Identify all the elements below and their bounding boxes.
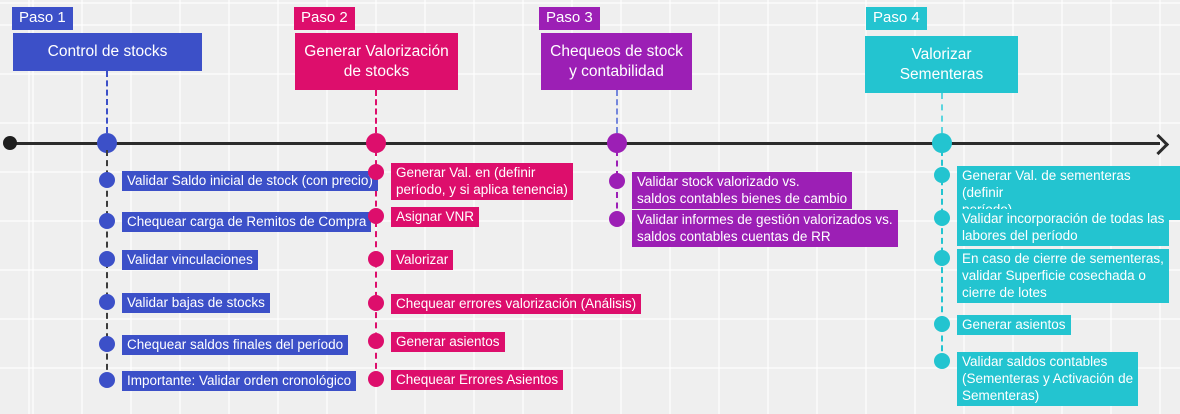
step2-item-3: Valorizar: [368, 250, 454, 270]
item-label: Validar saldos contables (Sementeras y A…: [957, 352, 1139, 406]
step3-milestone-dot: [607, 133, 627, 153]
item-label: Validar vinculaciones: [122, 250, 258, 270]
bullet-dot-icon: [368, 208, 384, 224]
item-label: Validar incorporación de todas las labor…: [957, 209, 1170, 246]
item-label: Validar informes de gestión valorizados …: [632, 210, 898, 247]
bullet-dot-icon: [99, 251, 115, 267]
item-label: Chequear carga de Remitos de Compra: [122, 212, 372, 232]
step2-connector-top: [375, 90, 377, 133]
step4-item-5: Validar saldos contables (Sementeras y A…: [934, 352, 1139, 406]
step4-item-3: En caso de cierre de sementeras, validar…: [934, 249, 1169, 303]
item-label: En caso de cierre de sementeras, validar…: [957, 249, 1169, 303]
bullet-dot-icon: [99, 294, 115, 310]
step1-item-1: Validar Saldo inicial de stock (con prec…: [99, 171, 378, 191]
step1-connector-top: [106, 71, 108, 133]
step4-milestone-dot: [932, 133, 952, 153]
bullet-dot-icon: [368, 333, 384, 349]
timeline-start-dot: [3, 136, 17, 150]
bullet-dot-icon: [368, 295, 384, 311]
step3-item-1: Validar stock valorizado vs. saldos cont…: [609, 172, 853, 209]
bullet-dot-icon: [609, 173, 625, 189]
step2-milestone-dot: [366, 133, 386, 153]
bullet-dot-icon: [934, 167, 950, 183]
step4-item-2: Validar incorporación de todas las labor…: [934, 209, 1170, 246]
step2-label-badge: Paso 2: [294, 7, 355, 30]
item-label: Validar bajas de stocks: [122, 293, 270, 313]
step3-connector-top: [616, 90, 618, 133]
item-label: Generar asientos: [957, 315, 1071, 335]
step4-label-badge: Paso 4: [866, 7, 927, 30]
item-label: Chequear errores valorización (Análisis): [391, 294, 642, 314]
step3-label-badge: Paso 3: [539, 7, 600, 30]
item-label: Chequear saldos finales del período: [122, 335, 349, 355]
item-label: Asignar VNR: [391, 207, 480, 227]
bullet-dot-icon: [368, 251, 384, 267]
step3-title-box: Chequeos de stock y contabilidad: [541, 33, 692, 90]
bullet-dot-icon: [609, 211, 625, 227]
item-label: Importante: Validar orden cronológico: [122, 371, 357, 391]
step4-item-4: Generar asientos: [934, 315, 1071, 335]
step3-item-2: Validar informes de gestión valorizados …: [609, 210, 898, 247]
bullet-dot-icon: [934, 316, 950, 332]
bullet-dot-icon: [99, 213, 115, 229]
bullet-dot-icon: [368, 371, 384, 387]
step2-item-2: Asignar VNR: [368, 207, 480, 227]
step1-item-2: Chequear carga de Remitos de Compra: [99, 212, 372, 232]
step1-label-badge: Paso 1: [12, 7, 73, 30]
item-label: Valorizar: [391, 250, 454, 270]
step2-title-box: Generar Valorización de stocks: [295, 33, 458, 90]
bullet-dot-icon: [99, 336, 115, 352]
item-label: Generar Val. en (definir período, y si a…: [391, 163, 573, 200]
bullet-dot-icon: [934, 210, 950, 226]
timeline-axis: [10, 142, 1160, 145]
step1-title-box: Control de stocks: [13, 33, 202, 71]
step2-item-1: Generar Val. en (definir período, y si a…: [368, 163, 573, 200]
bullet-dot-icon: [99, 372, 115, 388]
item-label: Chequear Errores Asientos: [391, 370, 564, 390]
step4-title-box: Valorizar Sementeras: [865, 36, 1018, 93]
timeline-arrowhead-icon: [1147, 133, 1170, 156]
step1-item-5: Chequear saldos finales del período: [99, 335, 349, 355]
bullet-dot-icon: [99, 172, 115, 188]
step2-item-6: Chequear Errores Asientos: [368, 370, 564, 390]
step2-item-5: Generar asientos: [368, 332, 505, 352]
step1-item-3: Validar vinculaciones: [99, 250, 258, 270]
step1-item-6: Importante: Validar orden cronológico: [99, 371, 357, 391]
item-label: Validar Saldo inicial de stock (con prec…: [122, 171, 378, 191]
step1-milestone-dot: [97, 133, 117, 153]
step1-item-4: Validar bajas de stocks: [99, 293, 270, 313]
step4-connector-top: [941, 93, 943, 133]
item-label: Validar stock valorizado vs. saldos cont…: [632, 172, 853, 209]
item-label: Generar asientos: [391, 332, 505, 352]
step2-item-4: Chequear errores valorización (Análisis): [368, 294, 642, 314]
bullet-dot-icon: [368, 164, 384, 180]
bullet-dot-icon: [934, 353, 950, 369]
bullet-dot-icon: [934, 250, 950, 266]
